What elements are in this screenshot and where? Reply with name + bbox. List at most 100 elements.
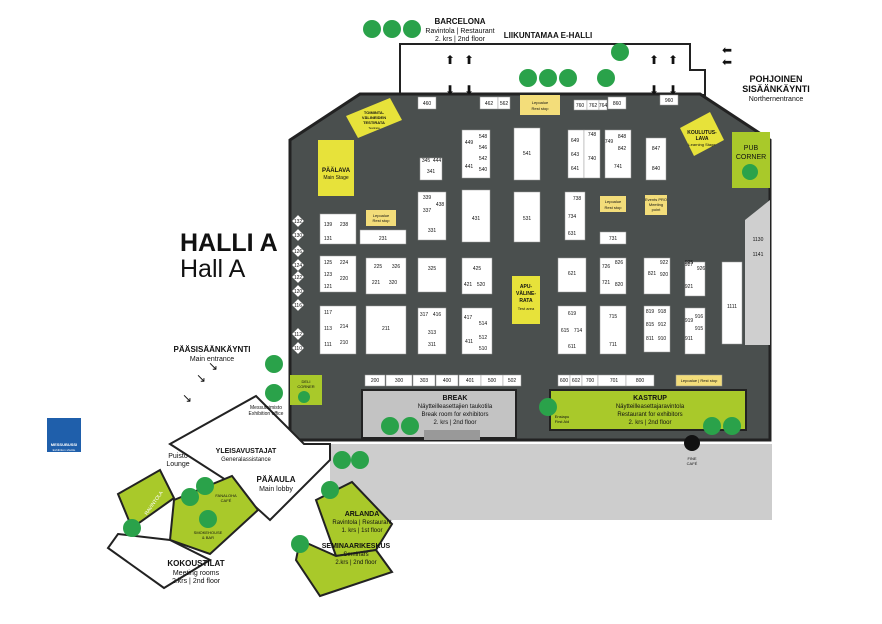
stand-120: 120 [294,289,303,295]
stand-500: 500 [488,378,497,384]
east-wall-block [745,200,770,345]
stand-711: 711 [609,342,617,348]
stand-915: 915 [695,326,704,332]
stand-548: 548 [479,134,488,140]
main-entrance-l1: PÄÄSISÄÄNKÄYNTI [174,345,251,354]
svg-text:⬆: ⬆ [464,53,474,67]
stand-840: 840 [652,166,661,172]
barcelona-sub2: 2. krs | 2nd floor [435,36,486,43]
stand-211: 211 [382,326,390,332]
stand-649: 649 [571,138,580,144]
south-row-stands [364,374,723,387]
paalava-l2: Main Stage [323,175,349,181]
break-stairs [424,430,480,440]
service-icons [123,20,741,553]
stand-910: 910 [658,336,667,342]
coffee-icon-deli [298,391,310,403]
stand-514: 514 [479,321,488,327]
stand-731: 731 [609,236,618,242]
koulutus-l3: Learning Stage [688,142,716,147]
stand-121: 121 [324,284,333,290]
stand-341: 341 [427,169,436,175]
stand-740: 740 [588,156,597,162]
stand-760: 760 [576,103,585,109]
toiminta-l2: VÄLINEIDEN [362,115,386,120]
general-assistance-l1: YLEISAVUSTAJAT [216,448,277,455]
svg-text:↘: ↘ [196,371,206,385]
lepoalue-right-l1: Lepoalue [605,199,622,204]
stand-510: 510 [479,346,488,352]
stand-602: 602 [572,378,581,384]
stand-117: 117 [324,310,332,316]
seminaari-l1: SEMINAARIKESKUS [322,543,391,550]
stand-460: 460 [423,101,432,107]
kastrup-l2: Näytteilleasettajaravintola [616,404,685,410]
stand-811: 811 [646,336,654,342]
stand-326: 326 [392,264,401,270]
stand-130: 130 [294,233,303,239]
arlanda-l3: 1. krs | 1st floor [342,528,383,534]
stand-110: 110 [294,346,302,352]
general-assistance-l2: Generalassistance [221,457,271,463]
puisto-lounge [116,468,176,530]
lepoalue-mid [366,210,396,226]
stand-416: 416 [433,312,442,318]
wc-icon-north-2 [559,69,577,87]
stand-112: 112 [294,332,302,338]
arlanda-l2: Ravintola | Restaurant [332,520,392,526]
events-pro-l1: Events PRO [645,197,667,202]
fine-cafe-l2: CAFÉ [687,461,698,466]
kokoustilat-l2: Meeting rooms [173,570,220,577]
kokoustilat-l1: KOKOUSTILAT [167,559,224,568]
stand-542: 542 [479,156,488,162]
stand-927: 927 [685,262,694,268]
stand-210: 210 [340,340,349,346]
apuvaline-l4: Test area [518,306,535,311]
smokehouse-l1: SMOKEHOUSE [194,530,223,535]
stand-531: 531 [523,216,532,222]
lepoalue-right-l2: Rest stop [605,205,623,210]
arlanda-building [314,480,394,558]
stand-911: 911 [685,336,693,342]
stand-615: 615 [561,328,570,334]
stand-438: 438 [436,202,445,208]
pub-l2: CORNER [736,154,766,161]
paalava-stage [318,140,354,196]
lepoalue-mid-l2: Rest stop [373,218,391,223]
stand-425: 425 [473,266,482,272]
stand-925: 925 [685,260,694,266]
stand-848: 848 [618,134,627,140]
stand-922: 922 [660,260,669,266]
stand-821: 821 [648,271,657,277]
info-icon-main [265,384,283,402]
stand-131: 131 [324,236,333,242]
stand-721: 721 [602,280,611,286]
first-aid-l2: First Aid [555,419,569,424]
north-row-stands [417,94,679,111]
break-l4: 2. krs | 2nd floor [434,420,477,426]
wc-icon-kastrup [703,417,721,435]
svg-text:⬇: ⬇ [649,83,659,97]
stand-520: 520 [477,282,486,288]
barcelona-label: BARCELONA [434,17,485,26]
stand-916: 916 [695,314,704,320]
stand-921: 921 [685,284,694,290]
stand-411: 411 [465,339,473,345]
paaaula-l1: PÄÄAULA [256,475,295,484]
stairs-icon-arlanda [291,535,309,553]
stand-912: 912 [658,322,667,328]
kastrup-l4: 2. krs | 2nd floor [629,420,672,426]
stand-417: 417 [464,315,473,321]
stand-842: 842 [618,146,627,152]
seminaari-l2: Seminars [343,552,368,558]
stand-431: 431 [472,216,481,222]
first-aid-icon [539,398,557,416]
svg-text:⬆: ⬆ [445,53,455,67]
stand-214: 214 [340,324,349,330]
stand-200: 200 [371,378,380,384]
stand-641: 641 [571,166,580,172]
lobby-corridor [330,444,772,520]
apuvaline-l3: RATA [519,298,533,304]
stand-919: 919 [685,318,694,324]
